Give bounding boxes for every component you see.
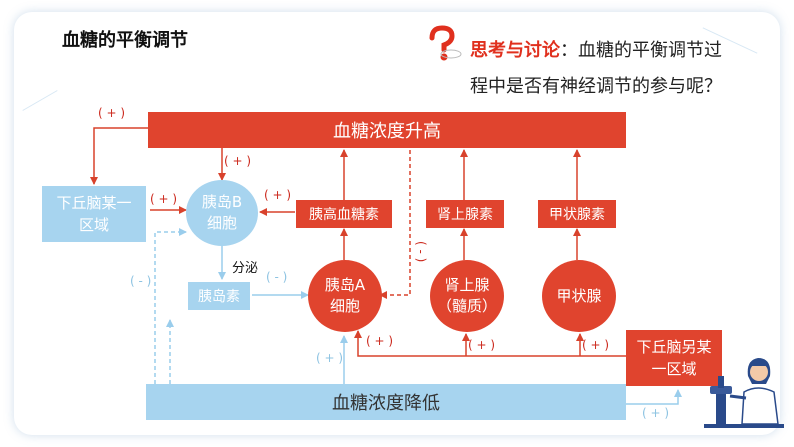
islet-b-cell: 胰岛B细胞: [186, 180, 258, 246]
plus-label: ( + ): [150, 192, 178, 206]
scientist-illustration: [704, 358, 784, 428]
plus-label: ( + ): [468, 338, 496, 352]
adrenaline-box: 肾上腺素: [426, 200, 504, 228]
discussion-question-line-1: 思考与讨论：血糖的平衡调节过: [470, 36, 722, 62]
glucose-rise-bar: 血糖浓度升高: [148, 112, 626, 148]
thyroxine-box: 甲状腺素: [538, 200, 616, 228]
hypothalamus-other-region-box: 下丘脑另某一区域: [626, 330, 722, 386]
plus-label: ( + ): [98, 106, 126, 120]
glucose-fall-bar: 血糖浓度降低: [146, 384, 626, 420]
islet-a-cell: 胰岛A细胞: [308, 260, 382, 332]
plus-label: ( + ): [642, 406, 670, 420]
thyroid-gland-cell: 甲状腺: [542, 260, 616, 332]
plus-label: ( + ): [582, 338, 610, 352]
glucagon-box: 胰高血糖素: [296, 200, 392, 228]
discussion-question-line-2: 程中是否有神经调节的参与呢？: [470, 76, 722, 97]
hypothalamus-region-box: 下丘脑某一区域: [42, 186, 146, 242]
plus-label: ( + ): [264, 188, 292, 202]
discussion-text-1: ：血糖的平衡调节过: [560, 40, 722, 61]
plus-label: ( + ): [316, 351, 344, 365]
insulin-box: 胰岛素: [188, 282, 250, 310]
minus-label: ( - ): [130, 274, 152, 288]
discussion-keyword: 思考与讨论: [470, 40, 560, 61]
minus-label-vertical: ( - ): [414, 241, 428, 263]
secrete-label: 分泌: [232, 261, 259, 276]
adrenal-medulla-cell: 肾上腺（髓质）: [430, 260, 504, 332]
plus-label: ( + ): [224, 154, 252, 168]
question-icon: [429, 25, 462, 61]
plus-label: ( + ): [366, 334, 394, 348]
minus-label: ( - ): [266, 270, 288, 284]
slide-title: 血糖的平衡调节: [62, 30, 188, 51]
